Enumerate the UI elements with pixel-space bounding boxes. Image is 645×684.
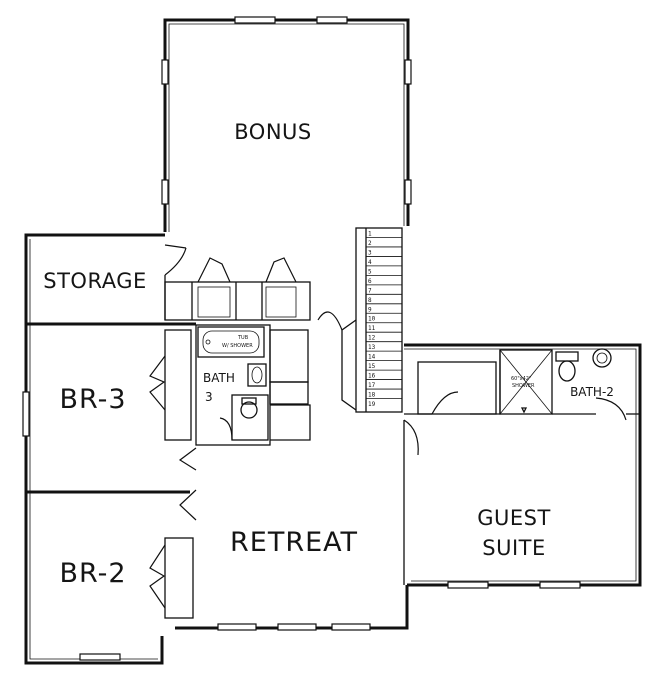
window xyxy=(404,59,412,85)
label-tub-shower: W/ SHOWER xyxy=(222,343,253,349)
label-br-3: BR-3 xyxy=(59,384,126,415)
stair-number: 16 xyxy=(368,373,376,380)
stair-number: 11 xyxy=(368,325,376,332)
window xyxy=(161,59,169,85)
label-storage: STORAGE xyxy=(43,269,146,293)
closet-door xyxy=(149,544,166,609)
sink xyxy=(592,348,612,368)
stair-number: 17 xyxy=(368,382,376,389)
stair-number: 3 xyxy=(368,249,372,256)
label-br-2: BR-2 xyxy=(59,558,126,589)
stair-number: 9 xyxy=(368,306,372,313)
window xyxy=(539,581,581,589)
retreat-partitions xyxy=(178,404,419,585)
label-retreat: RETREAT xyxy=(230,527,358,558)
stair-number: 5 xyxy=(368,268,372,275)
stair-number: 13 xyxy=(368,344,376,351)
label-bonus: BONUS xyxy=(234,120,311,144)
stair-number: 18 xyxy=(368,392,376,399)
walk-in-closet xyxy=(417,361,497,415)
room-labels: BONUS STORAGE BR-3 BR-2 BATH 3 RETREAT G… xyxy=(43,120,614,589)
label-shower-size: 60"x42" xyxy=(511,376,531,382)
closet-door xyxy=(149,355,166,411)
label-guest: GUEST xyxy=(477,506,551,530)
stair-number: 10 xyxy=(368,316,376,323)
closet-door xyxy=(197,257,231,283)
stair-number: 8 xyxy=(368,297,372,304)
label-tub: TUB xyxy=(237,335,249,341)
shower xyxy=(499,349,553,415)
window xyxy=(79,653,121,661)
windows xyxy=(22,16,581,661)
vanity xyxy=(231,394,269,441)
stair-number: 1 xyxy=(368,230,372,237)
bathtub xyxy=(197,326,265,358)
stair-number: 4 xyxy=(368,259,372,266)
closets xyxy=(149,244,311,619)
stair-number: 12 xyxy=(368,335,376,342)
label-shower: SHOWER xyxy=(512,383,535,389)
window xyxy=(217,623,257,631)
stair-number: 14 xyxy=(368,354,376,361)
label-suite: SUITE xyxy=(482,536,546,560)
toilet-tank xyxy=(555,351,579,362)
window xyxy=(316,16,348,24)
stair-number: 6 xyxy=(368,278,372,285)
window xyxy=(161,179,169,205)
storage-door xyxy=(164,247,187,276)
label-bath-3: BATH xyxy=(203,371,235,385)
stair-number: 7 xyxy=(368,287,372,294)
window xyxy=(331,623,371,631)
window xyxy=(404,179,412,205)
stair-number: 15 xyxy=(368,363,376,370)
stair-number: 19 xyxy=(368,401,376,408)
window xyxy=(277,623,317,631)
toilet xyxy=(558,360,576,382)
window xyxy=(22,391,30,437)
guest-suite-fixtures xyxy=(404,348,640,421)
bath-3-fixtures xyxy=(195,324,271,446)
label-bath-2: BATH-2 xyxy=(570,385,614,399)
toilet xyxy=(240,401,258,419)
window xyxy=(234,16,276,24)
stair-number: 2 xyxy=(368,240,372,247)
closet-door xyxy=(265,257,297,283)
label-bath-3-number: 3 xyxy=(205,390,213,404)
window xyxy=(447,581,489,589)
